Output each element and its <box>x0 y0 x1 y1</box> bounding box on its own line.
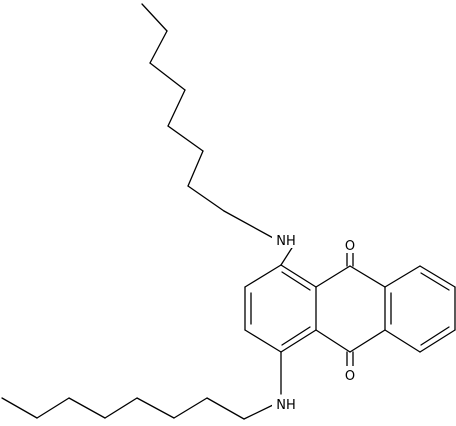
bond <box>419 329 456 353</box>
bond <box>280 329 317 353</box>
bond <box>136 397 175 419</box>
bond <box>244 264 282 288</box>
nh-bottom-label: NH <box>276 398 296 413</box>
bond <box>167 89 186 127</box>
o-bottom-label: O <box>345 369 355 384</box>
o-top-label: O <box>345 239 355 254</box>
bond <box>104 397 138 419</box>
bond <box>349 265 386 288</box>
bond <box>420 326 450 346</box>
bond <box>384 265 421 288</box>
nh-top-label: NH <box>276 234 296 249</box>
bond <box>315 265 351 288</box>
bond <box>187 150 204 187</box>
bond-network <box>1 3 456 420</box>
bond <box>349 329 386 353</box>
bond <box>384 329 421 353</box>
bond <box>149 62 186 91</box>
bond <box>281 271 311 291</box>
bond <box>167 125 204 152</box>
bond <box>243 403 276 420</box>
bond <box>244 329 282 353</box>
atom-labels: NH O O NH <box>272 231 359 413</box>
bond <box>420 272 450 291</box>
bond <box>315 329 351 353</box>
bond <box>1 397 38 419</box>
bond <box>223 210 276 240</box>
bond <box>36 397 70 419</box>
bond <box>149 30 168 64</box>
bond <box>173 397 208 419</box>
bond <box>187 185 225 212</box>
bond <box>419 265 456 288</box>
bond <box>68 397 106 419</box>
bond <box>280 264 317 288</box>
bond <box>141 3 168 32</box>
bond <box>281 326 311 346</box>
bond <box>206 397 245 420</box>
